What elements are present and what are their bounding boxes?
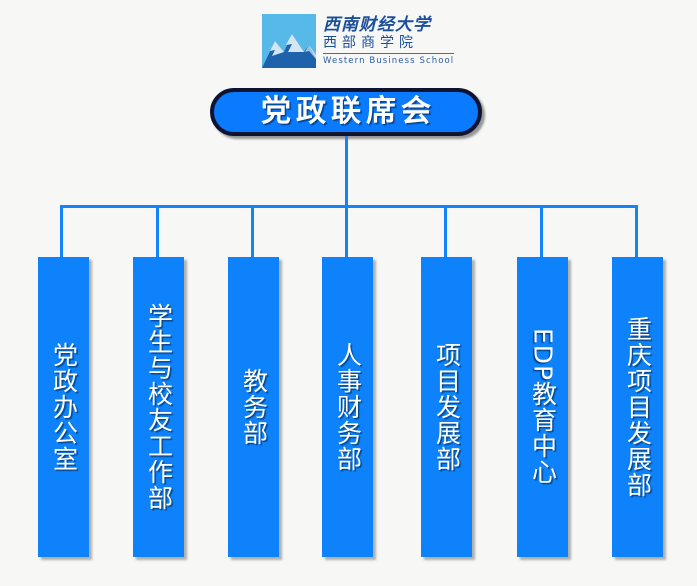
org-node-child-3[interactable]: 教务部 (228, 257, 279, 557)
org-node-child-4[interactable]: 人事财务部 (322, 257, 373, 557)
logo-school-name: 西部商学院 (323, 35, 418, 51)
org-node-child-5[interactable]: 项目发展部 (421, 257, 472, 557)
org-node-child-1[interactable]: 党政办公室 (38, 257, 89, 557)
school-logo: 西南财经大学 西部商学院 Western Business School (262, 12, 455, 70)
connector-drop-4 (345, 205, 348, 259)
org-node-child-6[interactable]: EDP教育中心 (517, 257, 568, 557)
connector-root-vertical (345, 136, 348, 207)
connector-drop-5 (444, 205, 447, 259)
org-node-child-6-label: EDP教育中心 (528, 328, 558, 486)
org-node-child-7[interactable]: 重庆项目发展部 (612, 257, 663, 557)
logo-text-group: 西南财经大学 西部商学院 Western Business School (323, 14, 455, 68)
connector-drop-6 (540, 205, 543, 259)
org-node-root-label: 党政联席会 (261, 94, 436, 129)
connector-drop-3 (251, 205, 254, 259)
org-node-child-1-label: 党政办公室 (49, 342, 79, 472)
connector-horizontal-bus (60, 205, 638, 208)
org-node-root[interactable]: 党政联席会 (210, 88, 482, 136)
logo-english-name: Western Business School (323, 53, 455, 67)
org-node-child-3-label: 教务部 (239, 368, 269, 446)
org-node-child-5-label: 项目发展部 (432, 342, 462, 472)
org-node-child-2-label: 学生与校友工作部 (144, 303, 174, 511)
connector-drop-1 (60, 205, 63, 259)
org-node-child-7-label: 重庆项目发展部 (623, 316, 653, 498)
org-node-child-2[interactable]: 学生与校友工作部 (133, 257, 184, 557)
mountain-logo-icon (262, 14, 316, 68)
connector-drop-2 (156, 205, 159, 259)
org-node-child-4-label: 人事财务部 (333, 342, 363, 472)
connector-drop-7 (635, 205, 638, 259)
logo-university-name: 西南财经大学 (323, 15, 431, 35)
